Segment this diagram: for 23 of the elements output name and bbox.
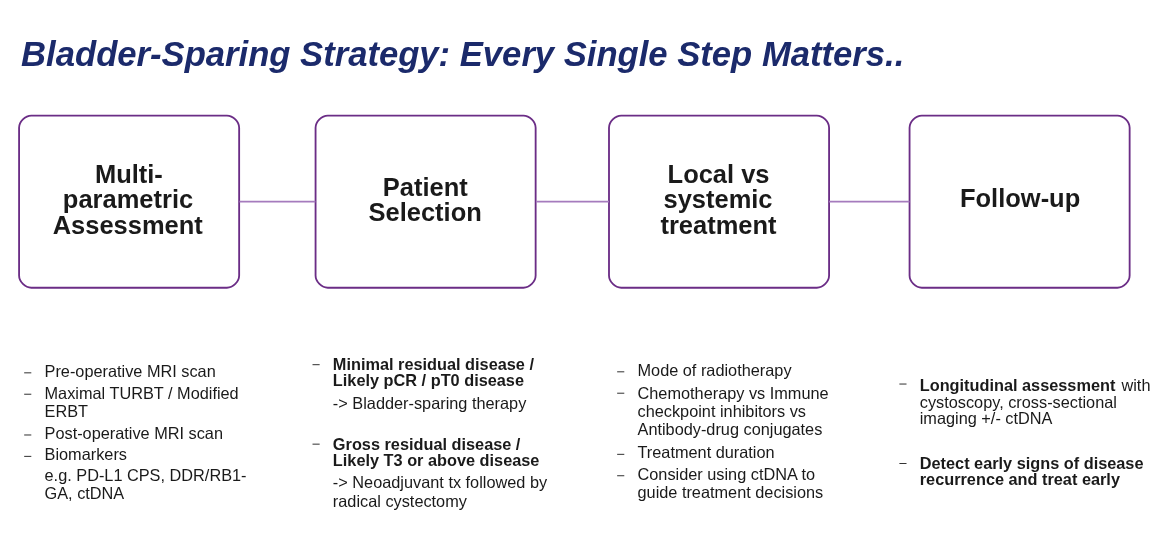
node-box: Multi-parametric Assessment: [18, 114, 241, 289]
connector: [238, 200, 317, 203]
diagram-title: Bladder-Sparing Strategy: Every Single Step Matters..: [21, 35, 905, 74]
node-label: Longitudinal assessment with cystoscopy, cross-sectional imaging +/- ctDNA: [919, 376, 1151, 428]
node-label: Gross residual disease / Likely T3 or above disease: [332, 434, 540, 469]
connector: [535, 200, 610, 203]
node-label: Treatment duration: [637, 443, 775, 462]
node-label: Consider using ctDNA to guide treatment decisions: [637, 465, 824, 502]
node-label: Post-operative MRI scan: [44, 423, 223, 442]
node-label: Pre-operative MRI scan: [44, 361, 216, 380]
node-box: Follow-up: [908, 114, 1131, 289]
node-label: -> Neoadjuvant tx followed by radical cystectomy: [332, 473, 548, 510]
node-label: Biomarkers: [44, 445, 127, 464]
node-label: Maximal TURBT / Modified ERBT: [44, 383, 239, 420]
node-label: -> Bladder-sparing therapy: [332, 393, 527, 412]
node-label: Minimal residual disease / Likely pCR / pT0 disease: [332, 355, 534, 390]
node-label: Chemotherapy vs Immune checkpoint inhibitors vs Antibody-drug conjugates: [637, 383, 829, 439]
node-box: Patient Selection: [314, 114, 537, 289]
node-label: e.g. PD-L1 CPS, DDR/RB1-GA, ctDNA: [44, 466, 247, 503]
node-box: Local vs systemic treatment: [608, 114, 830, 289]
node-label: Mode of radiotherapy: [637, 360, 792, 379]
node-label: Detect early signs of disease recurrence and treat early: [919, 453, 1144, 489]
connector: [828, 200, 911, 203]
